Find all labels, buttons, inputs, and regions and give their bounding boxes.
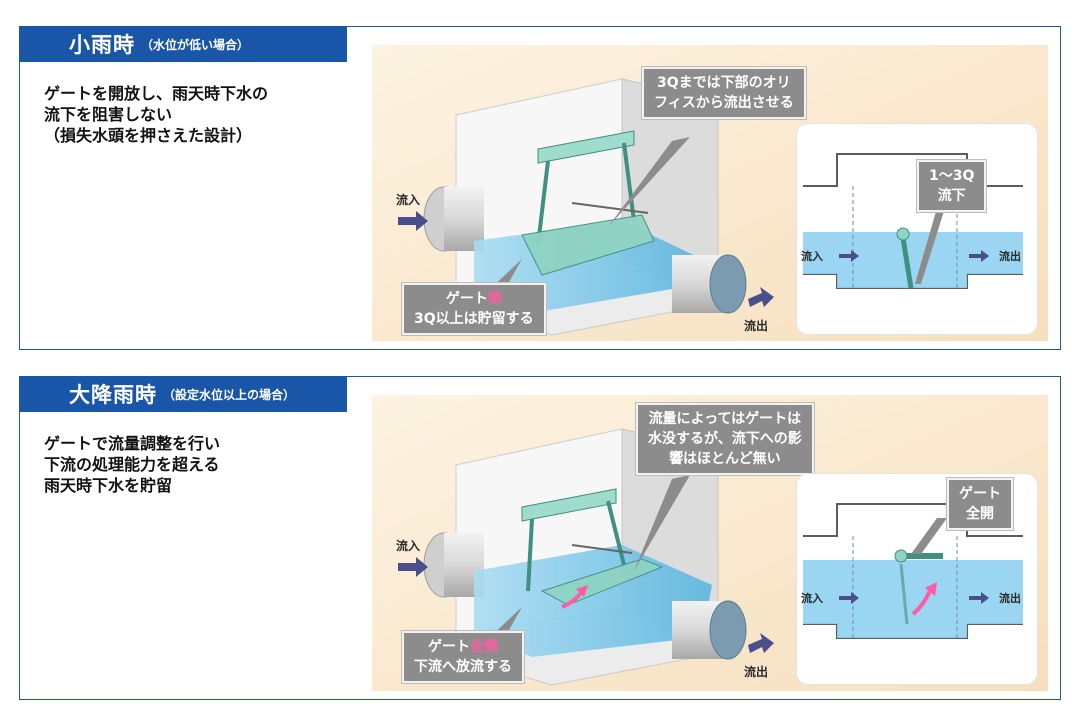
panel-light-rain: 小雨時 （水位が低い場合） ゲートを開放し、雨天時下水の 流下を阻害しない （損… [19, 26, 1061, 350]
illustration-light-rain: 流入 流出 3Qまでは下部のオリ フィスから流出させる ゲート閉 3Q以上は貯留… [372, 45, 1048, 341]
callout-line: ゲート [959, 486, 1001, 502]
callout-gate-state: ゲート閉 3Q以上は貯留する [402, 283, 546, 335]
inset-outflow-label: 流出 [999, 250, 1021, 263]
panel-subtitle: （設定水位以上の場合） [163, 387, 296, 402]
panel-title-tab: 小雨時 （水位が低い場合） [19, 26, 347, 62]
callout-line: 1～3Q [929, 168, 975, 184]
inflow-label: 流入 [396, 193, 421, 207]
panel-title-tab: 大降雨時 （設定水位以上の場合） [19, 376, 347, 412]
outflow-label: 流出 [744, 665, 769, 679]
callout-gate-prefix: ゲート [445, 291, 488, 307]
callout-line: 流下 [937, 188, 966, 204]
right-arrow-icon [969, 592, 989, 604]
inset-cross-section: 流入 流出 ゲート 全開 [796, 473, 1038, 685]
panel-title: 小雨時 [69, 33, 135, 57]
inflow-label: 流入 [396, 539, 421, 553]
inset-inflow-label: 流入 [801, 250, 823, 263]
panel-title: 大降雨時 [69, 383, 157, 407]
illustration-heavy-rain: 流入 流出 流量によってはゲートは 水没するが、流下への影 響はほとんど無い ゲ… [372, 395, 1048, 691]
callout-gate-state: ゲート全開 下流へ放流する [402, 631, 524, 683]
right-arrow-icon [969, 250, 989, 262]
description-line: ゲートを開放し、雨天時下水の [44, 84, 269, 103]
panel-description: ゲートで流量調整を行い 下流の処理能力を超える 雨天時下水を貯留 [44, 433, 334, 496]
right-arrow-icon [398, 211, 428, 231]
description-line: 雨天時下水を貯留 [44, 476, 173, 495]
callout-gate-prefix: ゲート [428, 639, 470, 655]
right-arrow-icon [748, 633, 774, 653]
gate-state-text: 閉 [487, 291, 502, 307]
callout-inset-gate: ゲート 全開 [947, 478, 1013, 530]
callout-line: 流量によってはゲートは [648, 411, 802, 427]
gate-state-text: 全開 [470, 639, 498, 655]
callout-line: フィスから流出させる [654, 95, 794, 111]
panel-heavy-rain: 大降雨時 （設定水位以上の場合） ゲートで流量調整を行い 下流の処理能力を超える… [19, 376, 1061, 700]
description-line: ゲートで流量調整を行い [44, 434, 221, 453]
inset-drawing [803, 153, 1023, 289]
callout-gate-line1: ゲート閉 [414, 289, 534, 309]
callout-submerged: 流量によってはゲートは 水没するが、流下への影 響はほとんど無い [636, 403, 814, 475]
inset-outflow-label: 流出 [999, 592, 1021, 605]
inset-cross-section: 流入 流出 1～3Q 流下 [796, 123, 1038, 335]
callout-line: 下流へ放流する [414, 659, 512, 675]
description-line: 流下を阻害しない [44, 105, 173, 124]
callout-line: 水没するが、流下への影 [648, 431, 802, 447]
callout-line: 全開 [966, 506, 994, 522]
outflow-label: 流出 [744, 319, 769, 333]
callout-line: 3Q以上は貯留する [414, 311, 534, 327]
callout-inset-flow: 1～3Q 流下 [917, 160, 987, 212]
inset-drawing [803, 503, 1023, 639]
right-arrow-icon [748, 287, 774, 307]
panel-description: ゲートを開放し、雨天時下水の 流下を阻害しない （損失水頭を押さえた設計） [44, 83, 334, 146]
callout-line: 3Qまでは下部のオリ [657, 75, 791, 91]
callout-line: 響はほとんど無い [669, 451, 781, 467]
description-line: 下流の処理能力を超える [44, 455, 220, 474]
right-arrow-icon [839, 592, 859, 604]
panel-subtitle: （水位が低い場合） [141, 37, 250, 52]
right-arrow-icon [839, 250, 859, 262]
inset-inflow-label: 流入 [801, 592, 823, 605]
callout-gate-line1: ゲート全開 [414, 637, 512, 657]
right-arrow-icon [398, 557, 428, 577]
description-line: （損失水頭を押さえた設計） [44, 126, 253, 145]
callout-orifice: 3Qまでは下部のオリ フィスから流出させる [642, 67, 806, 119]
